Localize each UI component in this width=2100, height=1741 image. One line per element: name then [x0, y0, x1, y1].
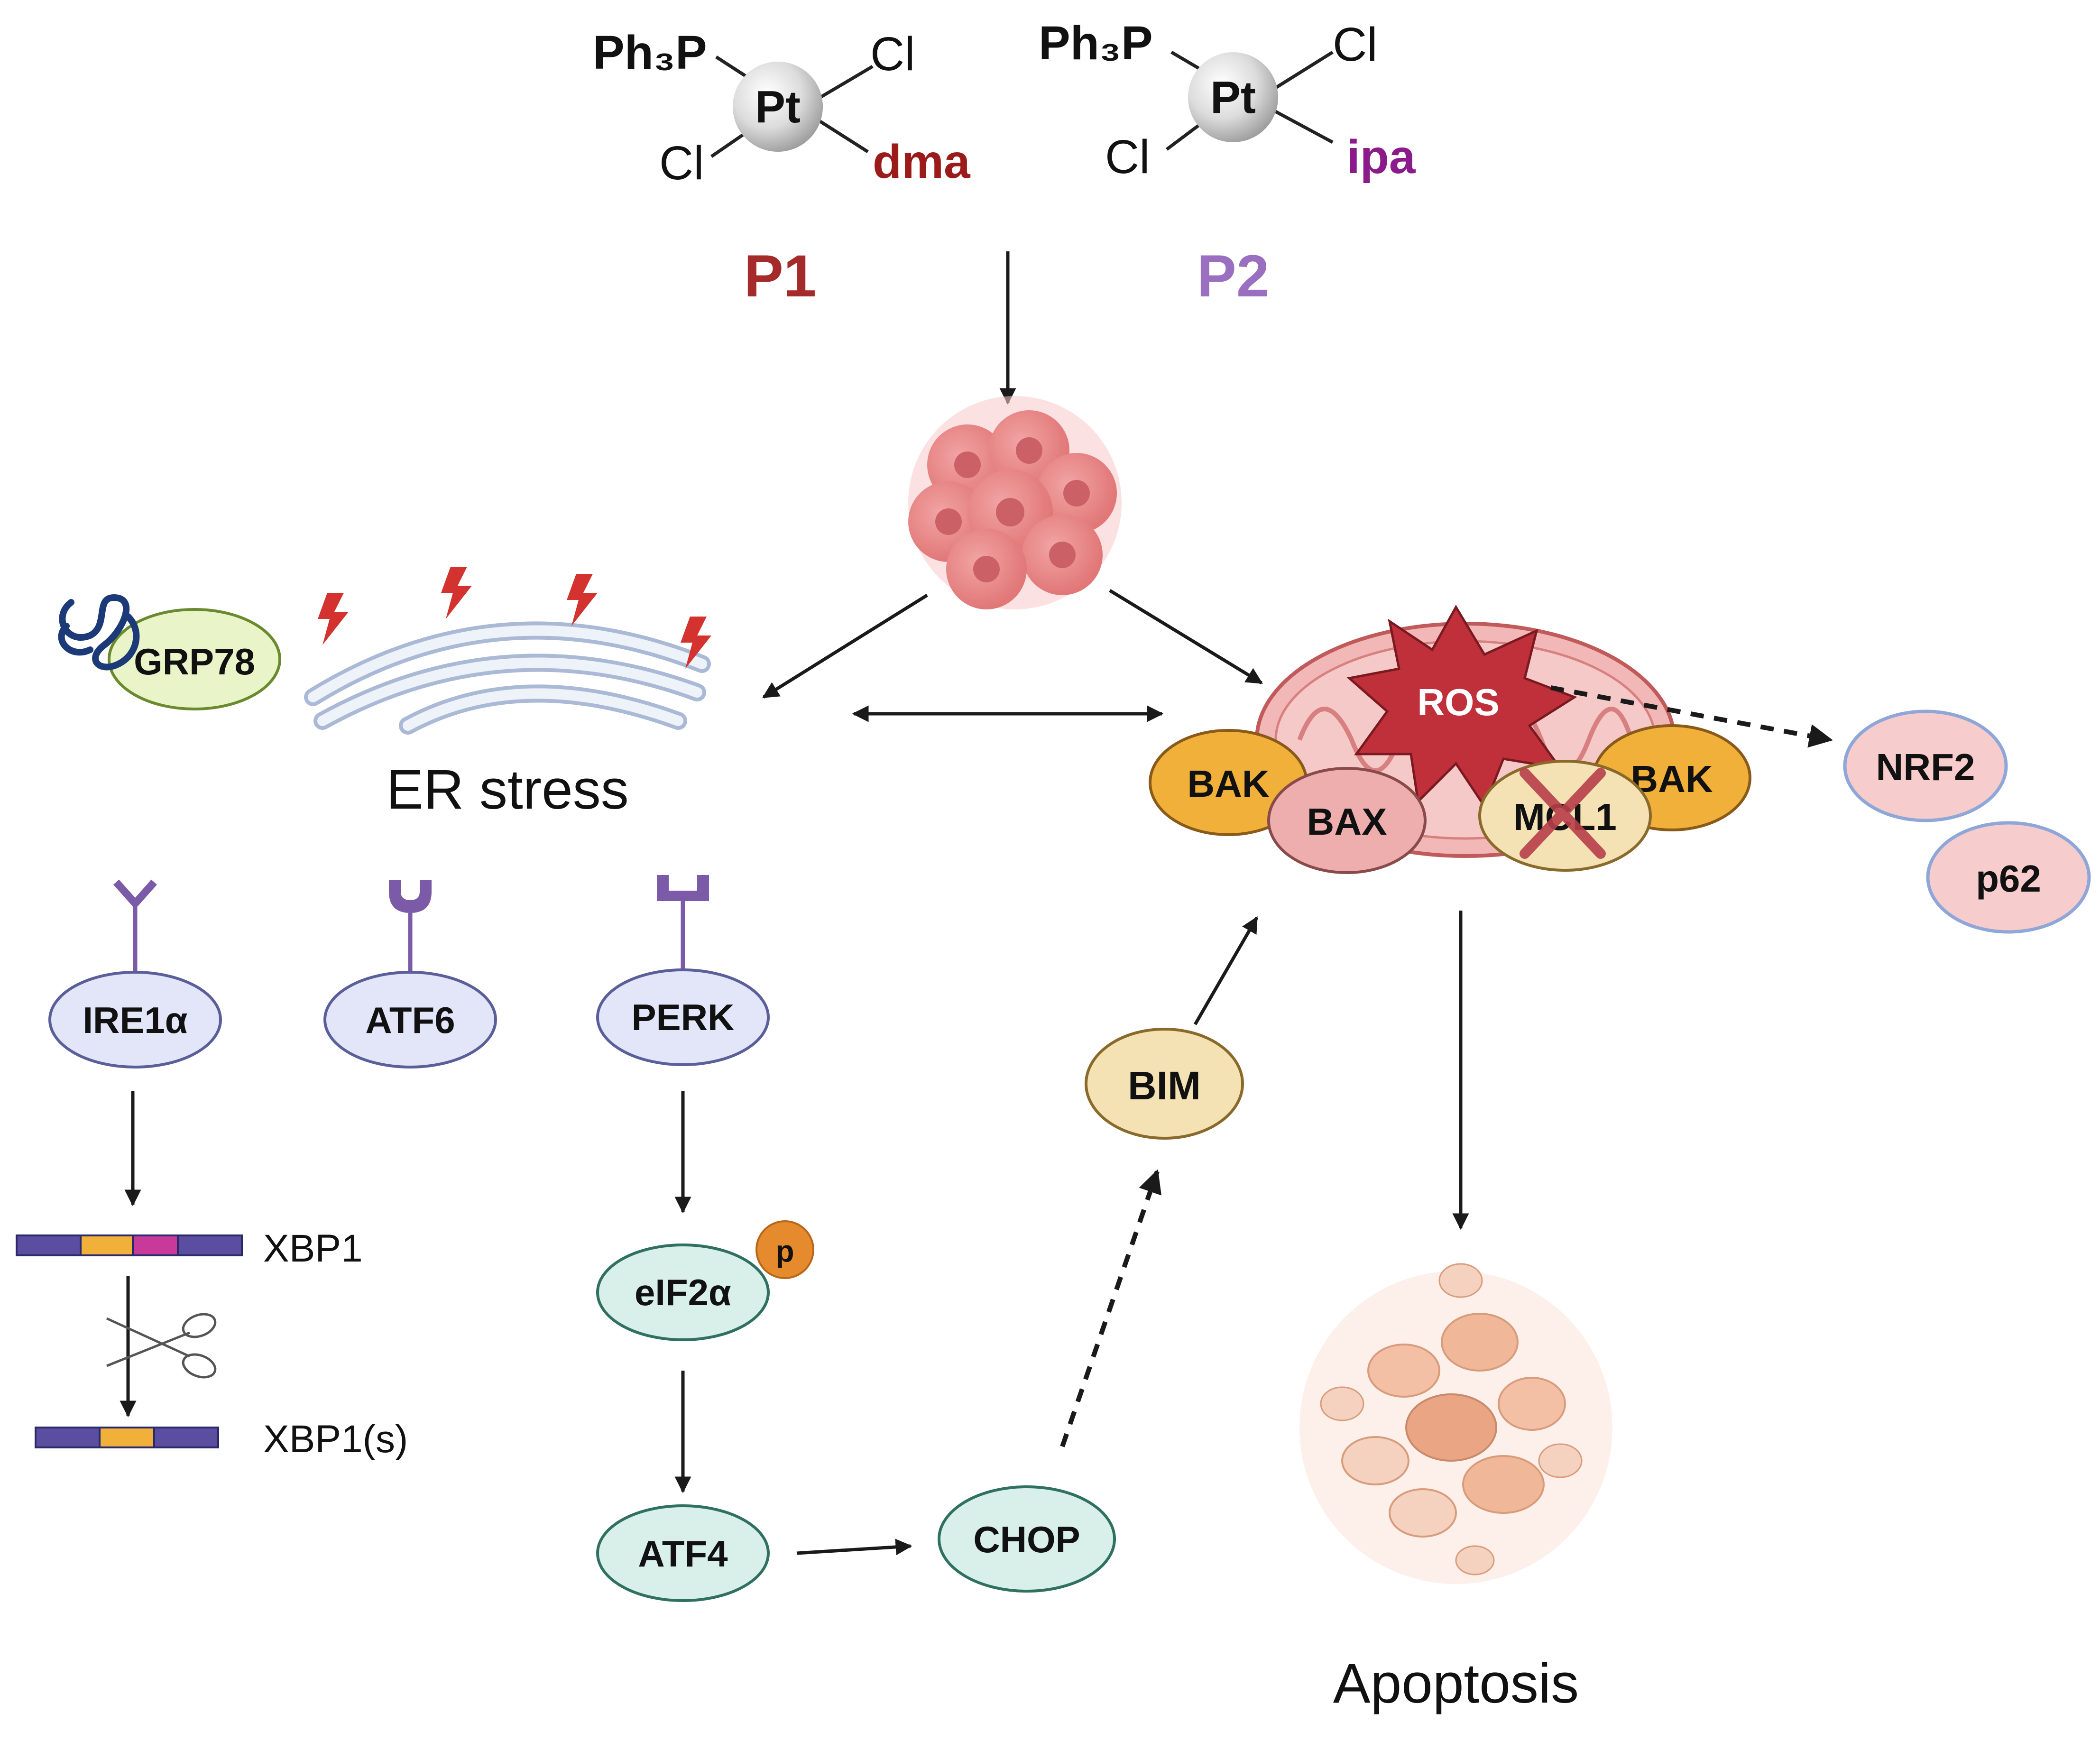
bim-label: BIM: [1128, 1063, 1201, 1108]
p2-cl-top: Cl: [1333, 18, 1377, 71]
unfolded-protein-icon: [58, 594, 140, 671]
ros-label: ROS: [1417, 681, 1499, 723]
nrf2-oval: [1843, 709, 2008, 822]
p2-ph3p-ligand: Ph₃P: [1039, 17, 1153, 70]
perk-label: PERK: [632, 996, 735, 1038]
scissors-icon: [106, 1313, 217, 1379]
arrow-chop-to-bim-dashed: [1060, 1169, 1161, 1447]
eif2a-node: eIF2α p: [596, 1220, 814, 1341]
p62-label: p62: [1976, 857, 2041, 900]
grp78-label: GRP78: [134, 641, 255, 682]
chop-oval: [938, 1485, 1116, 1593]
tumor-cell-cluster-icon: [908, 396, 1122, 609]
chop-label: CHOP: [973, 1519, 1080, 1560]
phosphate-label: p: [775, 1234, 794, 1268]
ros-star-icon: [1346, 605, 1577, 809]
grp78-group: GRP78: [58, 594, 281, 710]
grp78-oval: [108, 608, 281, 710]
perk-oval: [596, 968, 770, 1066]
stress-lightning-icons: [318, 567, 711, 669]
p1-cl-bottom: Cl: [659, 137, 704, 190]
arrow-tumor-to-mito: [1109, 589, 1263, 684]
p2-amine-ligand: ipa: [1347, 130, 1416, 184]
bax-oval: [1267, 767, 1427, 874]
p62-oval: [1926, 821, 2091, 934]
atf6-sensor: ATF6: [323, 880, 497, 1069]
apoptotic-cell-icon: [1299, 1263, 1612, 1584]
p62-node: p62: [1926, 821, 2091, 934]
xbp1s-mrna: [35, 1427, 219, 1448]
platinum-atom-p2: [1188, 52, 1278, 142]
bak-left-label: BAK: [1187, 763, 1270, 805]
p2-label: P2: [1197, 243, 1270, 309]
bim-oval: [1085, 1028, 1244, 1140]
perk-receptor-icon: [657, 875, 709, 901]
ire1a-receptor-icon: [113, 879, 157, 907]
nrf2-node: NRF2: [1843, 709, 2008, 822]
xbp1-mrna: [16, 1234, 243, 1256]
mcl1-node: MCL1: [1478, 760, 1652, 872]
ire1a-label: IRE1α: [83, 999, 187, 1041]
perk-sensor: PERK: [596, 875, 770, 1066]
er-stress-title: ER stress: [386, 758, 628, 821]
atf4-oval: [596, 1504, 770, 1602]
ire1a-sensor: IRE1α: [48, 879, 222, 1069]
arrow-atf4-to-chop: [796, 1538, 912, 1556]
platinum-atom-p1: [733, 62, 823, 152]
p1-amine-ligand: dma: [873, 135, 971, 188]
compound-p1: Ph₃P Pt Cl Cl dma P1: [593, 26, 971, 309]
p2-metal-label: Pt: [1210, 72, 1256, 123]
p1-label: P1: [744, 243, 817, 309]
atf6-label: ATF6: [365, 999, 455, 1041]
atf4-node: ATF4: [596, 1504, 770, 1602]
p1-cl-top: Cl: [870, 28, 915, 81]
nrf2-label: NRF2: [1876, 746, 1975, 788]
chop-node: CHOP: [938, 1485, 1116, 1593]
endoplasmic-reticulum-icon: [304, 621, 711, 735]
p2-cl-bottom: Cl: [1105, 130, 1150, 184]
bax-node: BAX: [1267, 767, 1427, 874]
compound-p2: Ph₃P Pt Cl Cl ipa P2: [1039, 17, 1416, 309]
ire1a-oval: [48, 971, 222, 1069]
apoptosis-label: Apoptosis: [1333, 1652, 1579, 1715]
arrow-tumor-to-er: [762, 594, 928, 699]
atf6-oval: [323, 971, 497, 1069]
bax-label: BAX: [1307, 801, 1387, 843]
p1-metal-label: Pt: [755, 82, 801, 132]
eif2a-oval: [596, 1244, 770, 1341]
arrow-ros-to-nrf2-dashed: [1550, 685, 1833, 748]
phosphate-badge: [755, 1220, 814, 1279]
arrow-bim-to-mito: [1193, 916, 1259, 1025]
xbp1s-label: XBP1(s): [263, 1418, 408, 1461]
bak-left-node: BAK: [1149, 729, 1308, 836]
eif2a-label: eIF2α: [635, 1271, 731, 1313]
inhibition-cross-icon: [1520, 768, 1606, 859]
xbp1-label: XBP1: [263, 1227, 363, 1270]
p1-ph3p-ligand: Ph₃P: [593, 26, 707, 79]
ros-burst: ROS: [1346, 605, 1577, 809]
bim-node: BIM: [1085, 1028, 1244, 1140]
atf6-receptor-icon: [389, 880, 432, 913]
atf4-label: ATF4: [638, 1533, 728, 1575]
